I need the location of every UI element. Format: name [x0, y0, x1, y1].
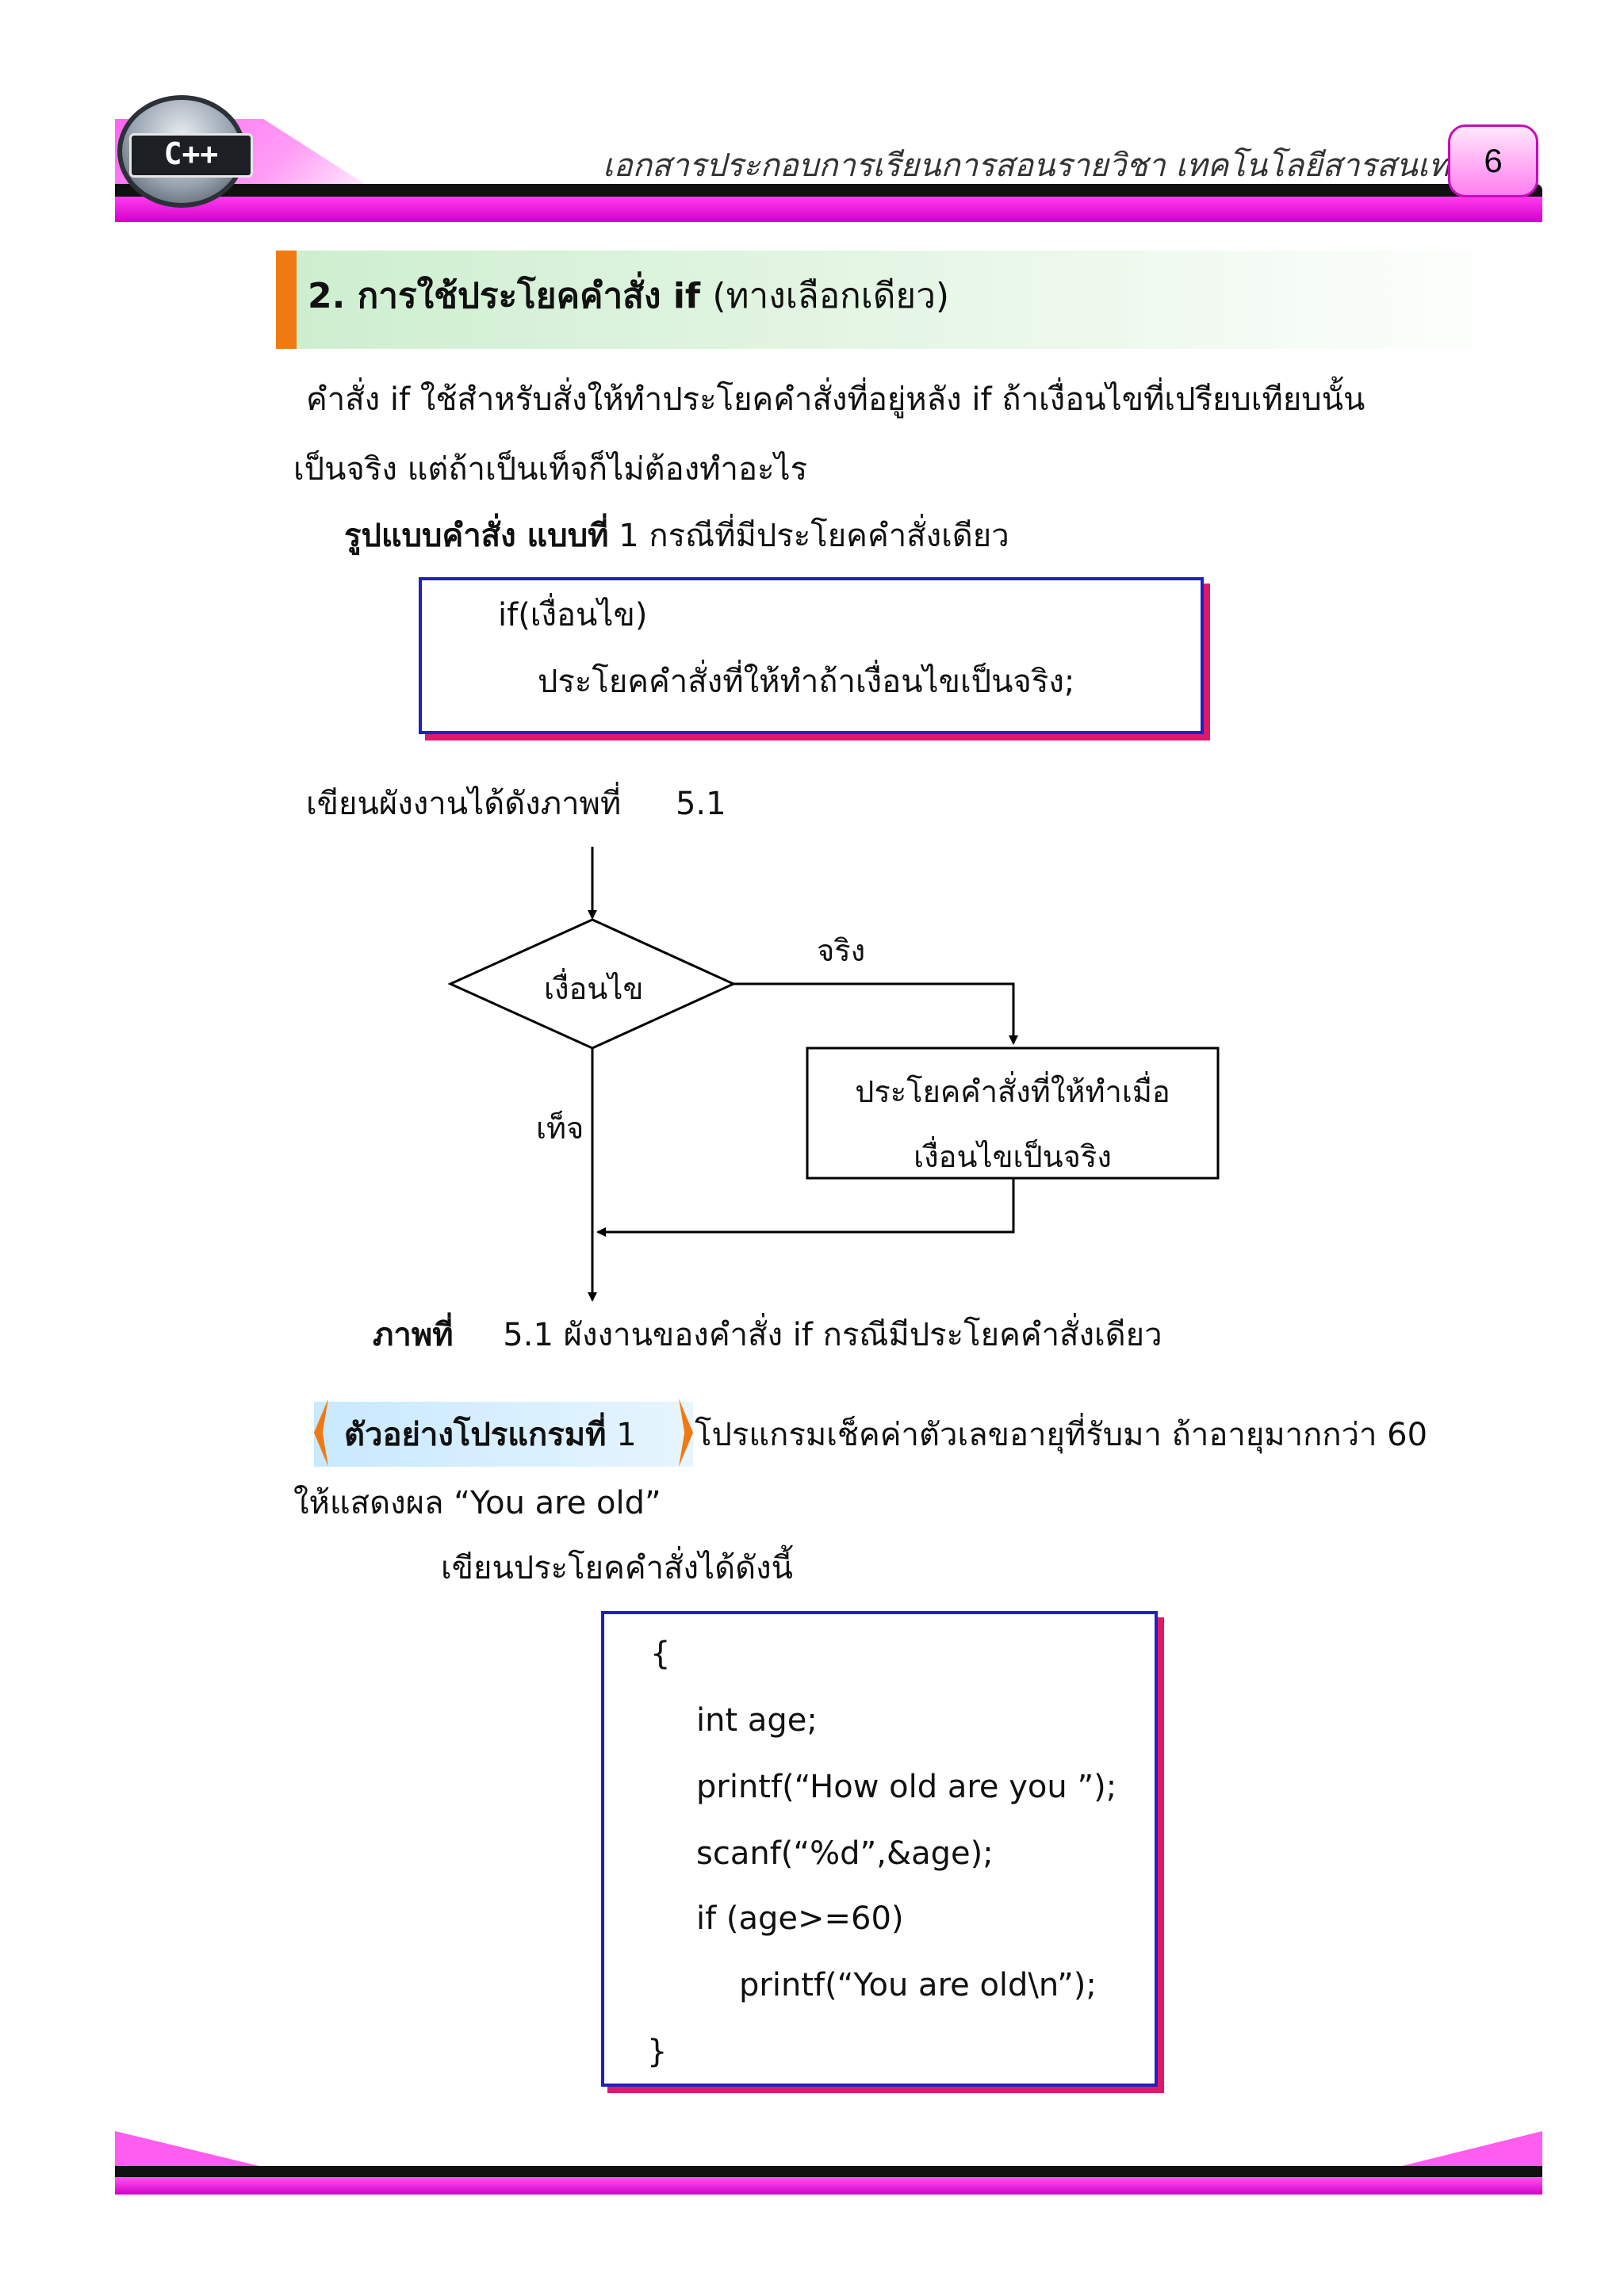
- syntax-line-1: if(เงื่อนไข): [498, 597, 648, 633]
- merge-arrow: [596, 1178, 1015, 1237]
- code-line: }: [647, 2034, 668, 2070]
- figure-caption: ภาพที่ 5.1 ผังงานของคำสั่ง if กรณีมีประโ…: [373, 1314, 1162, 1356]
- flow-intro-ref: 5.1: [675, 786, 726, 822]
- example-desc-line-1: โปรแกรมเช็คค่าตัวเลขอายุที่รับมา ถ้าอายุ…: [695, 1417, 1428, 1453]
- false-label: เท็จ: [536, 1111, 584, 1146]
- section-heading-marker: [276, 251, 297, 349]
- caption-label: ภาพที่: [373, 1317, 454, 1353]
- code-box: [601, 1611, 1158, 2087]
- example-tag: [314, 1402, 693, 1467]
- header-title: เอกสารประกอบการเรียนการสอนรายวิชา เทคโนโ…: [603, 147, 1500, 184]
- section-subtitle: (ทางเลือกเดียว): [712, 276, 950, 316]
- example-lead: เขียนประโยคคำสั่งได้ดังนี้: [441, 1550, 793, 1586]
- example-tag-label: ตัวอย่างโปรแกรมที่: [344, 1417, 607, 1453]
- code-line: printf(“You are old\n”);: [739, 1967, 1097, 2003]
- intro-line-1: คำสั่ง if ใช้สำหรับสั่งให้ทำประโยคคำสั่ง…: [306, 381, 1365, 418]
- code-line: printf(“How old are you ”);: [696, 1769, 1117, 1805]
- syntax-box: [419, 577, 1204, 734]
- true-label: จริง: [817, 933, 866, 968]
- format-label: รูปแบบคำสั่ง แบบที่: [344, 518, 609, 554]
- example-tag-number: 1: [616, 1417, 637, 1453]
- caption-text: 5.1 ผังงานของคำสั่ง if กรณีมีประโยคคำสั่…: [503, 1317, 1162, 1353]
- action-line-2: เงื่อนไขเป็นจริง: [914, 1139, 1112, 1174]
- intro-line-2: เป็นจริง แต่ถ้าเป็นเท็จก็ไม่ต้องทำอะไร: [293, 451, 808, 488]
- footer-rule-dark: [115, 2166, 1542, 2177]
- format-rest: 1 กรณีที่มีประโยคคำสั่งเดียว: [619, 518, 1009, 554]
- header-rule-dark: [115, 184, 1542, 197]
- code-line: scanf(“%d”,&age);: [696, 1835, 994, 1872]
- flow-intro: เขียนผังงานได้ดังภาพที่ 5.1: [306, 783, 726, 825]
- code-line: int age;: [696, 1702, 818, 1739]
- format-heading: รูปแบบคำสั่ง แบบที่ 1 กรณีที่มีประโยคคำส…: [344, 515, 1009, 557]
- flow-intro-text: เขียนผังงานได้ดังภาพที่: [306, 786, 622, 822]
- decision-label: เงื่อนไข: [544, 971, 644, 1006]
- true-branch-arrow: [733, 982, 1018, 1045]
- example-desc-line-2: ให้แสดงผล “You are old”: [293, 1485, 661, 1521]
- action-line-1: ประโยคคำสั่งที่ให้ทำเมื่อ: [855, 1074, 1170, 1109]
- footer-rule-magenta: [115, 2177, 1542, 2195]
- syntax-line-2: ประโยคคำสั่งที่ให้ทำถ้าเงื่อนไขเป็นจริง;: [538, 664, 1075, 700]
- page-number: 6: [1448, 124, 1538, 197]
- example-tag-text: ตัวอย่างโปรแกรมที่ 1: [344, 1414, 637, 1456]
- section-heading-band: [276, 251, 1529, 349]
- code-line: {: [650, 1636, 671, 1672]
- code-line: if (age>=60): [696, 1900, 904, 1937]
- section-title: 2. การใช้ประโยคคำสั่ง if: [308, 276, 701, 316]
- devcpp-logo-text: C++: [129, 133, 253, 178]
- section-heading: 2. การใช้ประโยคคำสั่ง if (ทางเลือกเดียว): [308, 273, 949, 320]
- header-rule-magenta: [115, 197, 1542, 222]
